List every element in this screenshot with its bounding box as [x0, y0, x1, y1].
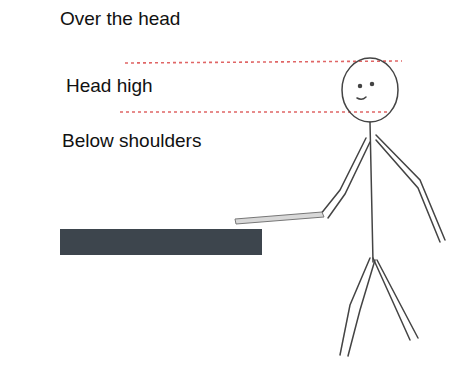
mouth — [357, 97, 366, 99]
zone-label: Over the head — [60, 8, 180, 30]
body — [370, 122, 373, 262]
eye — [359, 85, 362, 88]
right-arm — [376, 135, 445, 242]
zone-line — [125, 61, 402, 63]
left-leg — [340, 258, 375, 356]
eye — [371, 83, 374, 86]
right-leg — [373, 258, 418, 340]
handle — [235, 212, 324, 224]
left-arm — [320, 138, 370, 218]
load-bar — [60, 229, 262, 255]
head — [342, 58, 398, 122]
stick-figure — [320, 58, 445, 356]
zone-label: Below shoulders — [62, 130, 201, 152]
zone-label: Head high — [66, 75, 153, 97]
zone-line — [120, 111, 388, 113]
